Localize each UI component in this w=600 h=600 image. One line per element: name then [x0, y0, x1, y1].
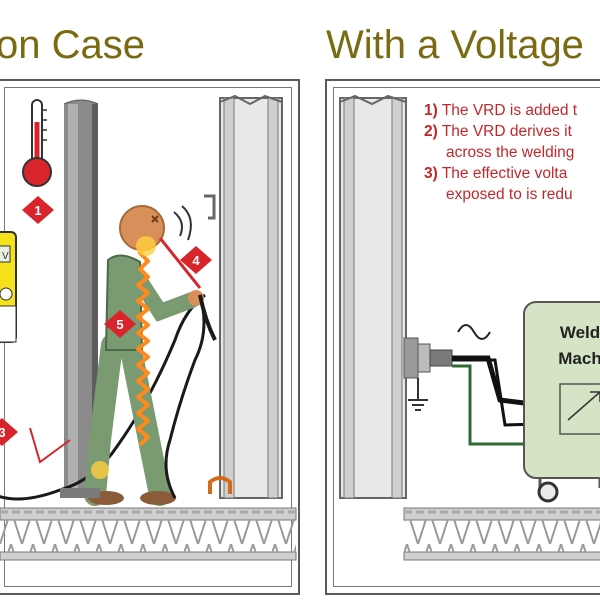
welding-machine — [523, 301, 600, 503]
ground-clamp — [208, 476, 232, 494]
step-3: 3) The effective volta exposed to is red… — [424, 163, 600, 205]
step-number: 3) — [424, 165, 438, 182]
badge-label: 1 — [34, 203, 41, 218]
current-path-zigzag — [136, 243, 150, 447]
i-beam-right — [339, 94, 407, 499]
badge-label: 4 — [192, 253, 200, 268]
truss-floor-left — [0, 507, 297, 561]
thermometer-icon — [22, 99, 52, 187]
step-text-continued: exposed to is redu — [446, 186, 573, 203]
badge-1: 1 — [22, 196, 54, 224]
welding-machine-label: Weld Mach — [540, 320, 600, 372]
step-text-continued: across the welding — [446, 144, 575, 161]
step-number: 2) — [424, 123, 438, 140]
welding-machine-label-line1: Weld — [559, 323, 600, 342]
badge-3: 3 — [0, 418, 18, 446]
step-1: 1) The VRD is added t — [424, 100, 600, 121]
meter-display: V — [2, 251, 9, 262]
step-2: 2) The VRD derives it across the welding — [424, 121, 600, 163]
ground-symbol-icon — [408, 378, 428, 411]
step-text: The VRD derives it — [441, 123, 572, 140]
badge-label: 5 — [116, 317, 123, 332]
vrd-steps-list: 1) The VRD is added t 2) The VRD derives… — [424, 100, 600, 205]
i-beam-left — [204, 94, 283, 499]
step-text: The VRD is added t — [441, 102, 578, 119]
ac-sine-icon — [457, 324, 491, 340]
right-panel-title: With a Voltage — [326, 23, 584, 67]
multimeter-icon: V — [0, 231, 17, 343]
badge-4: 4 — [180, 246, 212, 274]
badge-label: 3 — [0, 425, 6, 440]
step-text: The effective volta — [441, 165, 568, 182]
truss-floor-right — [403, 507, 600, 561]
badge-5: 5 — [104, 310, 136, 338]
step-number: 1) — [424, 102, 438, 119]
left-panel-title: on Case — [0, 23, 145, 67]
welding-machine-label-line2: Mach — [558, 349, 600, 368]
